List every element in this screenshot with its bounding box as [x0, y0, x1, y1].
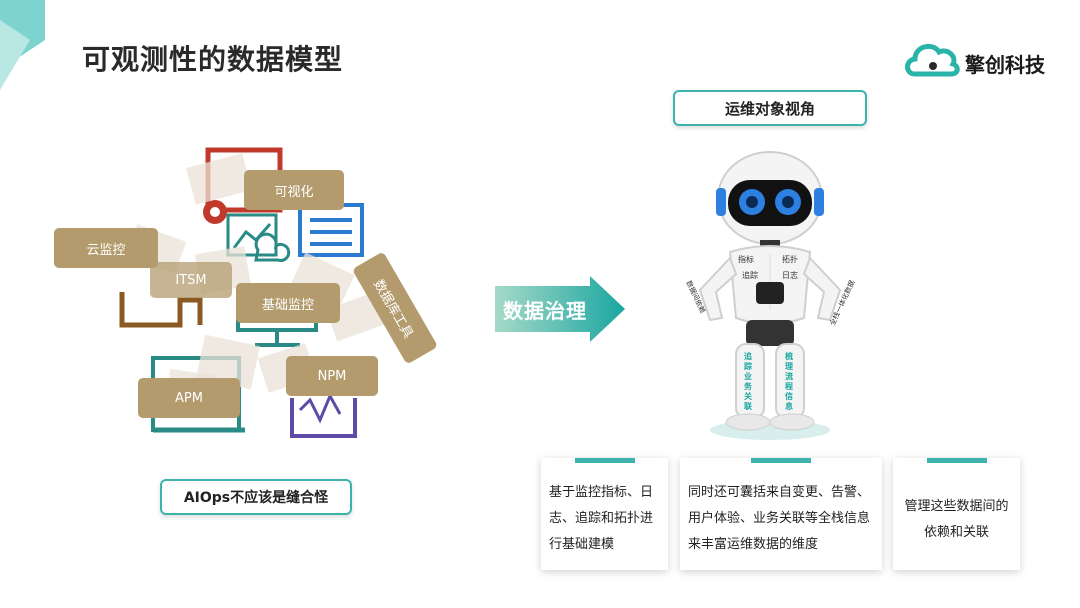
tag-visualization: 可视化: [244, 170, 344, 210]
card-accent-bar: [574, 458, 635, 463]
tag-itsm: ITSM: [150, 262, 232, 298]
cloud-logo-icon: [905, 43, 960, 77]
page-title: 可观测性的数据模型: [82, 43, 344, 76]
info-card: 同时还可囊括来自变更、告警、用户体验、业务关联等全栈信息来丰富运维数据的维度: [680, 458, 882, 570]
arrow-label: 数据治理: [503, 299, 587, 323]
robot-icon: [698, 151, 842, 440]
robot-chest-label-metrics: 指标: [738, 255, 754, 264]
tag-basic-monitoring: 基础监控: [236, 283, 340, 323]
tag-apm: APM: [138, 378, 240, 418]
robot-illustration: 指标 拓扑 追踪 日志 数据间依赖 全栈一体化数据 追踪业务关联 梳理流程信息: [660, 140, 880, 450]
caption-pill: AIOps不应该是缝合怪: [160, 479, 352, 515]
brand-name: 擎创科技: [965, 53, 1045, 77]
card-accent-bar: [926, 458, 987, 463]
perspective-heading: 运维对象视角: [673, 90, 867, 126]
robot-chest-label-logs: 日志: [782, 271, 798, 280]
robot-chest-label-trace: 追踪: [742, 271, 758, 280]
info-card: 管理这些数据间的依赖和关联: [893, 458, 1020, 570]
arrow-right-icon: [495, 276, 625, 342]
tool-collage: 可视化 云监控 ITSM 基础监控 数据库工具 NPM APM: [0, 0, 480, 470]
tag-npm: NPM: [286, 356, 378, 396]
card-accent-bar: [751, 458, 811, 463]
corner-decoration: [0, 0, 45, 90]
robot-left-leg-label: 追踪业务关联: [744, 352, 752, 411]
info-card: 基于监控指标、日志、追踪和拓扑进行基础建模: [541, 458, 668, 570]
robot-chest-label-topology: 拓扑: [782, 255, 798, 264]
robot-right-leg-label: 梳理流程信息: [785, 352, 793, 411]
card-text: 基于监控指标、日志、追踪和拓扑进行基础建模: [549, 485, 654, 552]
card-text: 同时还可囊括来自变更、告警、用户体验、业务关联等全栈信息来丰富运维数据的维度: [688, 485, 871, 552]
card-text: 管理这些数据间的依赖和关联: [904, 499, 1009, 540]
tag-cloud-monitoring: 云监控: [54, 228, 158, 268]
